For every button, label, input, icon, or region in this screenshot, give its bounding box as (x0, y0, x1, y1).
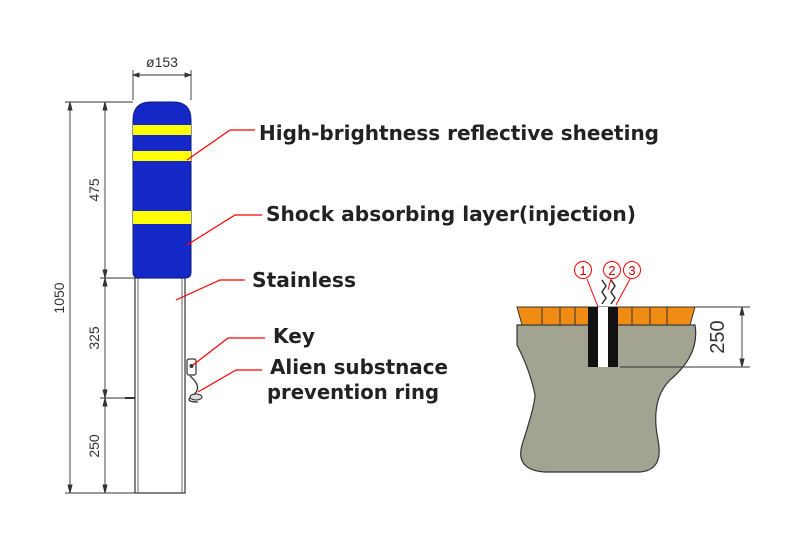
foundation-section: 1 2 3 250 (516, 261, 750, 473)
marker-2-label: 2 (608, 263, 615, 278)
concrete-foundation (516, 324, 697, 473)
marker-2 (603, 261, 621, 279)
reflective-stripe (133, 125, 191, 135)
marker-3 (623, 261, 641, 279)
stainless-post (134, 277, 186, 494)
callout-leaders (175, 129, 265, 393)
reflective-stripe (133, 151, 191, 161)
chain-icon (601, 279, 607, 305)
dimension-lines (65, 70, 193, 494)
reflective-sheeting-label: High-brightness reflective sheeting (259, 121, 659, 145)
marker-1 (574, 261, 592, 279)
ring-label-line2: prevention ring (267, 380, 439, 404)
diameter-dimension: ø153 (146, 54, 178, 70)
foundation-depth-dimension: 250 (707, 320, 729, 353)
shock-absorbing-label: Shock absorbing layer(injection) (266, 202, 636, 226)
middle-height-dimension: 325 (86, 326, 102, 350)
top-height-dimension: 475 (86, 178, 102, 202)
prevention-ring (189, 393, 203, 401)
stainless-label: Stainless (252, 268, 356, 292)
chain-icon (610, 279, 616, 305)
marker-1-label: 1 (579, 263, 586, 278)
key-label: Key (273, 324, 315, 348)
marker-3-label: 3 (628, 263, 635, 278)
socket-gap (598, 307, 608, 367)
reflective-stripe (133, 211, 191, 224)
total-height-dimension: 1050 (51, 282, 67, 313)
bollard-elevation (125, 101, 203, 494)
key-hole (189, 364, 194, 368)
shock-absorbing-cover (132, 101, 192, 279)
bottom-height-dimension: 250 (86, 434, 102, 458)
ring-label-line1: Alien substnace (270, 355, 448, 379)
